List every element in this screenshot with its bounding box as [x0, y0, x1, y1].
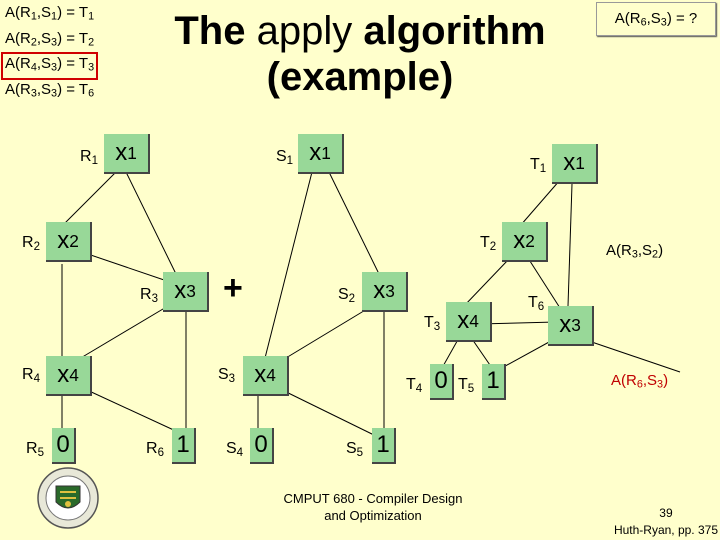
footer-course: CMPUT 680 - Compiler Design and Optimiza… — [283, 491, 463, 523]
edge-t1-t2 — [519, 179, 561, 227]
node-label: R3 — [140, 286, 158, 305]
node-label: S1 — [276, 148, 294, 167]
reference: Huth-Ryan, pp. 375 — [613, 523, 718, 537]
page-info: 39 Huth-Ryan, pp. 375 — [614, 505, 718, 539]
memo-row: A(R1,S1) = T1 — [5, 4, 95, 23]
edge-t6-annotation — [579, 337, 681, 373]
node-label: S4 — [226, 440, 244, 459]
terminal-box: 1 — [482, 364, 506, 400]
edge-s2-s3 — [275, 305, 373, 365]
node-label: T2 — [480, 234, 497, 253]
edge-t2-t6 — [527, 257, 561, 309]
edge-r1-r3 — [125, 171, 177, 275]
plus-operator: + — [223, 269, 243, 307]
edge-s1-s3 — [263, 171, 313, 363]
node-label: S2 — [338, 286, 356, 305]
node-label: R1 — [80, 148, 98, 167]
memo-row: A(R2,S3) = T2 — [5, 29, 95, 49]
question-box: A(R6,S3) = ? — [596, 2, 716, 36]
memo-row: A(R4,S3) = T3 — [0, 52, 99, 81]
node-label: T5 — [458, 376, 475, 395]
edge-t2-t3 — [463, 259, 509, 307]
memo-row: A(R3,S3) = T6 — [5, 81, 95, 100]
edge-s1-s2 — [327, 169, 381, 277]
university-crest-icon — [37, 467, 99, 529]
node-label: T3 — [424, 314, 441, 333]
node-label: R5 — [26, 440, 44, 459]
edge-r1-r2 — [61, 169, 119, 227]
node-label: S3 — [218, 366, 236, 385]
page-number: 39 — [659, 506, 673, 520]
terminal-box: 0 — [430, 364, 454, 400]
node-label: T4 — [406, 376, 423, 395]
edge-s3-s5 — [273, 385, 377, 437]
terminal-box: 0 — [52, 428, 76, 464]
node-label: R2 — [22, 234, 40, 253]
node-label: R4 — [22, 366, 40, 385]
terminal-box: 0 — [250, 428, 274, 464]
node-label: R6 — [146, 440, 164, 459]
edge-t1-t6 — [567, 183, 573, 307]
annotation-call-r6-s3: A(R6,S3) — [611, 372, 669, 391]
node-label: T1 — [530, 156, 547, 175]
node-label: S5 — [346, 440, 364, 459]
edge-r3-r4 — [73, 305, 169, 363]
slide-title: The apply algorithm (example) — [174, 9, 546, 99]
terminal-box: 1 — [172, 428, 196, 464]
terminal-box: 1 — [372, 428, 396, 464]
annotation-call-r3-s2: A(R3,S2) — [606, 242, 664, 261]
node-label: T6 — [528, 294, 545, 313]
